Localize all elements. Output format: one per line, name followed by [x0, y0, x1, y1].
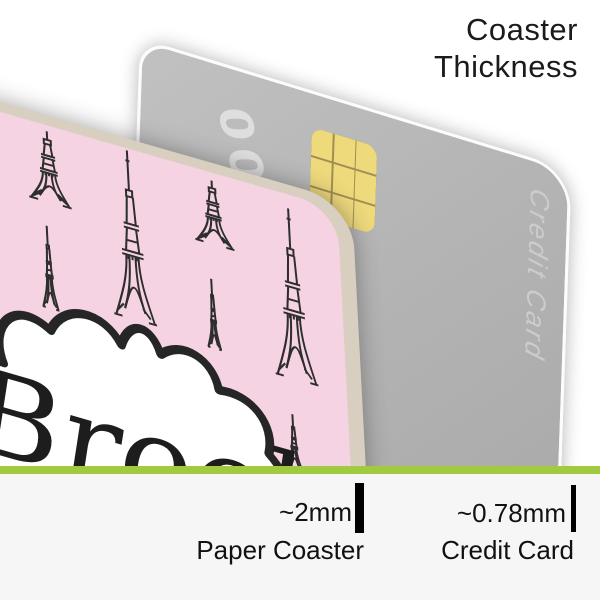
card-thickness-bar	[571, 485, 576, 532]
coaster-thickness-label: Paper Coaster	[196, 535, 364, 565]
page-title: Coaster Thickness	[434, 12, 578, 85]
eiffel-tower-icon	[20, 124, 77, 219]
divider-line	[0, 466, 600, 474]
bottom-panel	[0, 474, 600, 600]
title-line2: Thickness	[433, 48, 578, 84]
card-thickness-label: Credit Card	[441, 535, 574, 565]
coaster-thickness-value: ~2mm	[279, 497, 352, 527]
card-side-label: Credit Card	[519, 185, 555, 366]
card-thickness-value: ~0.78mm	[456, 498, 566, 528]
coaster-thickness-bar	[355, 483, 364, 533]
title-line1: Coaster	[465, 12, 578, 47]
eiffel-tower-icon	[187, 173, 240, 259]
